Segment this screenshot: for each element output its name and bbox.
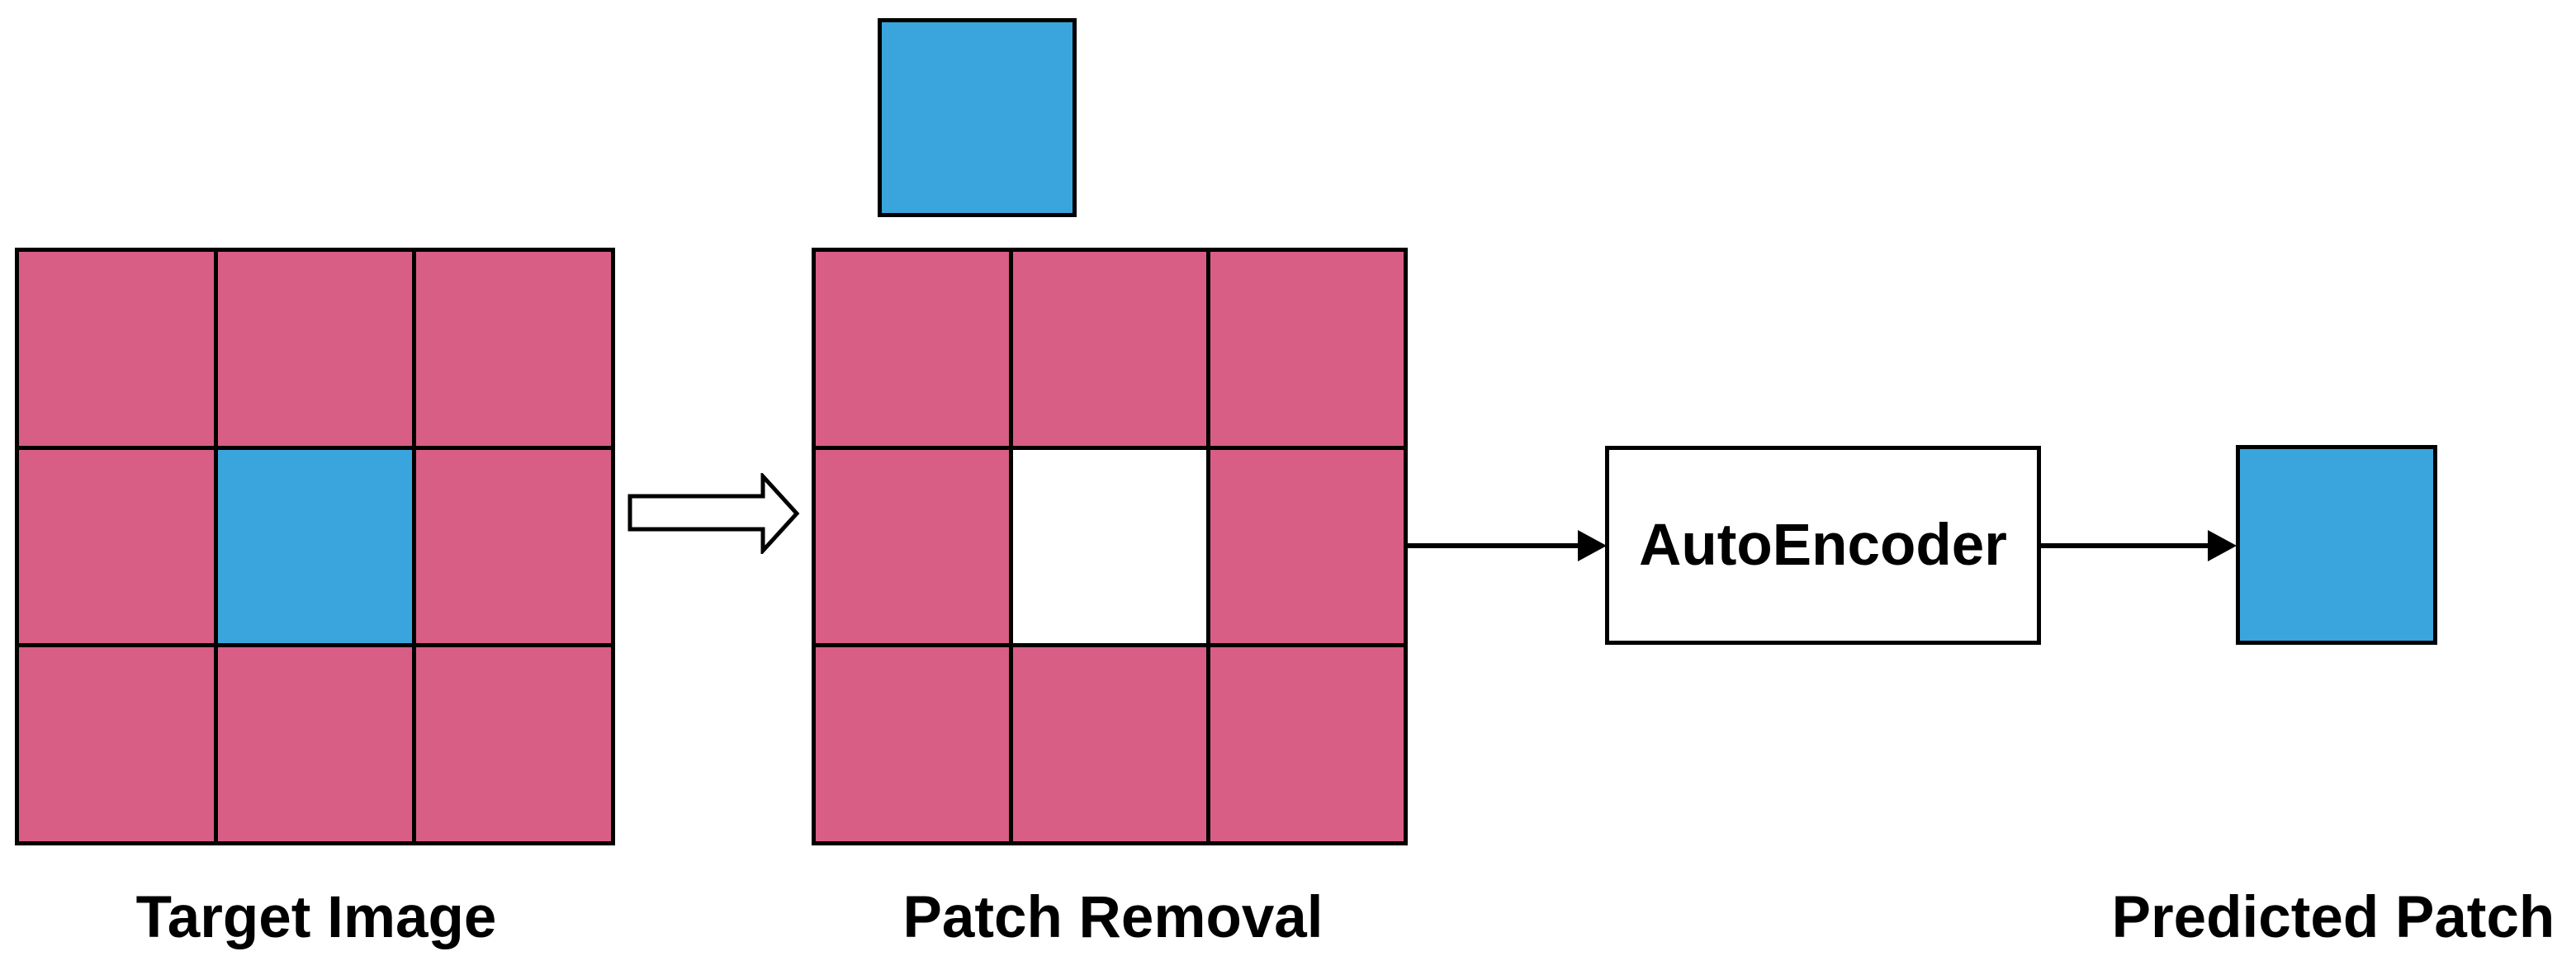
block-arrow-icon [627, 473, 800, 554]
masked-grid-cell-2 [1210, 252, 1404, 446]
target-image-caption: Target Image [135, 885, 497, 950]
target-grid-cell-6 [19, 647, 214, 841]
masked-grid-cell-7 [1013, 647, 1206, 841]
target-grid-cell-4 [217, 449, 413, 644]
predicted-patch-square [2236, 445, 2437, 645]
arrow-to-autoencoder-icon [1406, 530, 1607, 561]
target-grid-cell-5 [416, 449, 611, 644]
masked-grid-cell-0 [816, 252, 1009, 446]
target-grid-cell-8 [416, 647, 611, 841]
autoencoder-box: AutoEncoder [1605, 446, 2041, 645]
masked-grid-cell-8 [1210, 647, 1404, 841]
target-grid-cell-7 [217, 647, 413, 841]
arrow-to-predicted-patch-icon [2040, 530, 2237, 561]
patch-removal-caption: Patch Removal [902, 885, 1324, 950]
predicted-patch-caption: Predicted Patch [2111, 885, 2555, 950]
target-grid-cell-1 [217, 252, 413, 446]
target-grid-cell-0 [19, 252, 214, 446]
masked-grid-cell-1 [1013, 252, 1206, 446]
removed-patch-square [878, 18, 1077, 217]
target-grid-cell-3 [19, 449, 214, 644]
target-grid-cell-2 [416, 252, 611, 446]
masked-grid-cell-5 [1210, 449, 1404, 644]
masked-grid-cell-4 [1013, 449, 1206, 644]
autoencoder-label: AutoEncoder [1639, 513, 2007, 578]
masked-grid-cell-6 [816, 647, 1009, 841]
target-image-grid [15, 248, 615, 845]
patch-removal-grid [812, 248, 1408, 845]
masked-grid-cell-3 [816, 449, 1009, 644]
